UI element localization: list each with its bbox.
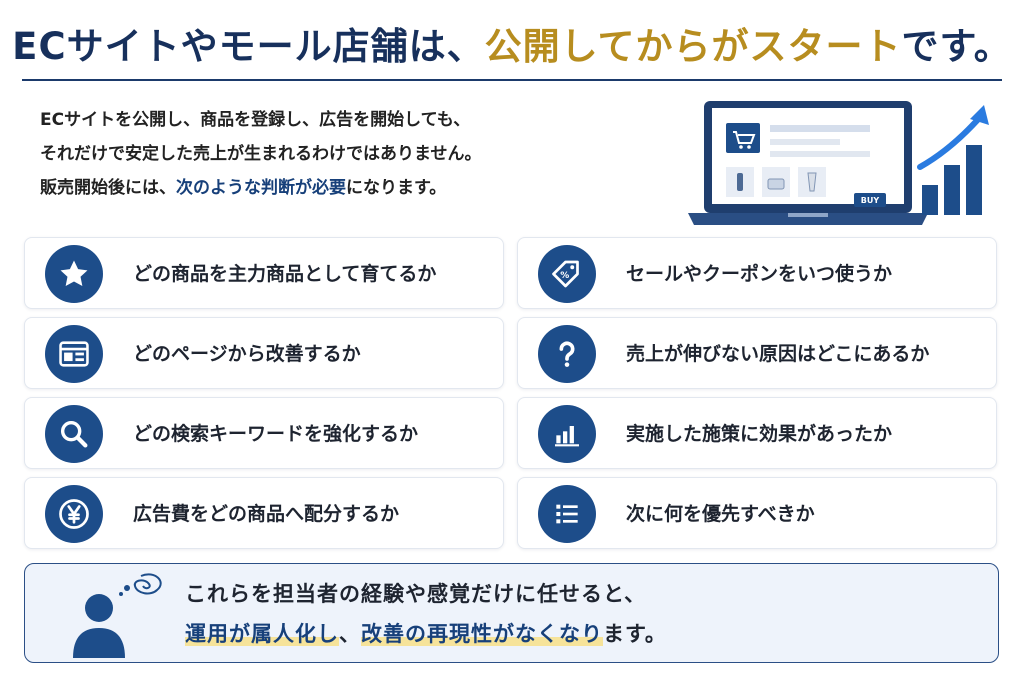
arrow-up-icon — [917, 105, 989, 170]
intro-line-1: ECサイトを公開し、商品を登録し、広告を開始しても、 — [40, 110, 471, 130]
card-label: どのページから改善するか — [133, 343, 361, 365]
svg-text:%: % — [560, 271, 569, 281]
list-icon — [538, 485, 596, 543]
title-accent: 公開してからがスタート — [484, 25, 902, 68]
callout-emphasis-1: 運用が属人化し — [185, 622, 339, 646]
growth-chart-icon — [922, 145, 982, 215]
card-label: 実施した施策に効果があったか — [626, 423, 893, 445]
intro-line-3-pre: 販売開始後には、 — [40, 178, 176, 198]
title-divider — [22, 79, 1002, 81]
card-label: どの検索キーワードを強化するか — [133, 423, 419, 445]
intro-highlight: 次のような判断が必要 — [176, 178, 346, 198]
laptop-icon — [688, 101, 928, 225]
card-effect-check: 実施した施策に効果があったか — [517, 397, 997, 469]
card-label: 広告費をどの商品へ配分するか — [133, 503, 400, 525]
buy-label: BUY — [861, 196, 880, 205]
card-search-keyword: どの検索キーワードを強化するか — [24, 397, 504, 469]
card-page-improve: どのページから改善するか — [24, 317, 504, 389]
star-icon — [45, 245, 103, 303]
card-label: セールやクーポンをいつ使うか — [626, 263, 893, 285]
price-tag-icon: % — [538, 245, 596, 303]
person-thinking-icon — [73, 573, 162, 658]
cart-icon — [726, 123, 760, 153]
intro-line-2: それだけで安定した売上が生まれるわけではありません。 — [40, 144, 482, 164]
intro-text: ECサイトを公開し、商品を登録し、広告を開始しても、 それだけで安定した売上が生… — [40, 103, 650, 205]
intro-line-3-post: になります。 — [346, 178, 447, 198]
title-part2: です。 — [901, 25, 1012, 68]
callout-emphasis-2: 改善の再現性がなくなり — [361, 622, 603, 646]
ec-growth-illustration: BUY — [688, 101, 989, 225]
yen-icon — [45, 485, 103, 543]
page-title: ECサイトやモール店舗は、公開してからがスタートです。 — [0, 16, 1024, 70]
callout-line-1: これらを担当者の経験や感覚だけに任せると、 — [185, 582, 647, 606]
callout-separator: 、 — [339, 622, 361, 646]
question-icon — [538, 325, 596, 383]
card-sale-coupon: % セールやクーポンをいつ使うか — [517, 237, 997, 309]
title-part1: ECサイトやモール店舗は、 — [12, 25, 485, 68]
card-label: 次に何を優先すべきか — [626, 503, 815, 525]
browser-window-icon — [45, 325, 103, 383]
warning-callout: これらを担当者の経験や感覚だけに任せると、 運用が属人化し、改善の再現性がなくな… — [24, 563, 999, 663]
card-sales-cause: 売上が伸びない原因はどこにあるか — [517, 317, 997, 389]
card-label: どの商品を主力商品として育てるか — [133, 263, 437, 285]
bar-chart-icon — [538, 405, 596, 463]
intro-line-3: 販売開始後には、次のような判断が必要になります。 — [40, 171, 650, 205]
card-next-priority: 次に何を優先すべきか — [517, 477, 997, 549]
callout-end: ます。 — [603, 622, 667, 646]
card-label: 売上が伸びない原因はどこにあるか — [626, 343, 930, 365]
search-icon — [45, 405, 103, 463]
card-ad-budget: 広告費をどの商品へ配分するか — [24, 477, 504, 549]
callout-line-2: 運用が属人化し、改善の再現性がなくなります。 — [185, 618, 667, 648]
card-main-product: どの商品を主力商品として育てるか — [24, 237, 504, 309]
